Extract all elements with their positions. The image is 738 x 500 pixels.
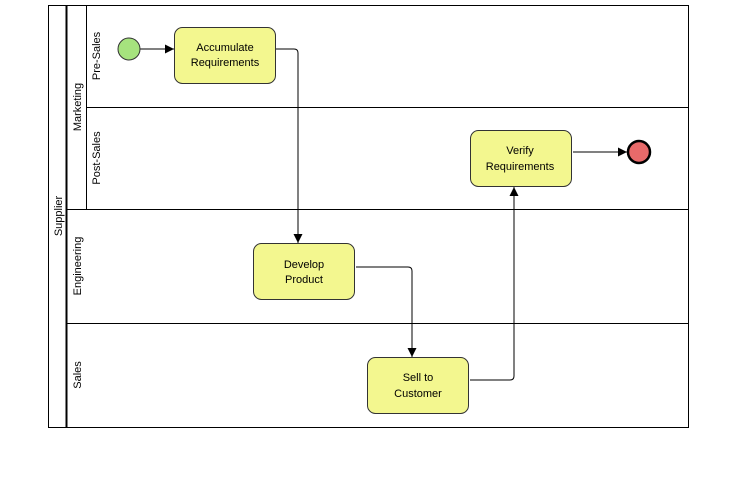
lane-label-engineering: Engineering	[72, 237, 84, 296]
end-event[interactable]	[628, 141, 650, 163]
task-sell-line2: Customer	[394, 388, 442, 400]
task-verify-line2: Requirements	[486, 161, 555, 173]
start-event[interactable]	[118, 38, 140, 60]
lane-label-marketing: Marketing	[72, 83, 84, 131]
task-develop-line1: Develop	[284, 259, 324, 271]
task-verify-requirements[interactable]: Verify Requirements	[471, 131, 572, 187]
pool-label: Supplier	[53, 195, 65, 236]
lane-label-post-sales: Post-Sales	[91, 131, 103, 185]
task-sell-line1: Sell to	[403, 372, 434, 384]
task-verify-line1: Verify	[506, 145, 534, 157]
task-accumulate-requirements[interactable]: Accumulate Requirements	[175, 28, 276, 84]
task-accumulate-line2: Requirements	[191, 57, 260, 69]
task-develop-line2: Product	[285, 274, 323, 286]
task-accumulate-line1: Accumulate	[196, 42, 253, 54]
task-sell-to-customer[interactable]: Sell to Customer	[368, 358, 469, 414]
lane-label-pre-sales: Pre-Sales	[91, 31, 103, 80]
lane-label-sales: Sales	[72, 361, 84, 389]
task-develop-product[interactable]: Develop Product	[254, 244, 355, 300]
